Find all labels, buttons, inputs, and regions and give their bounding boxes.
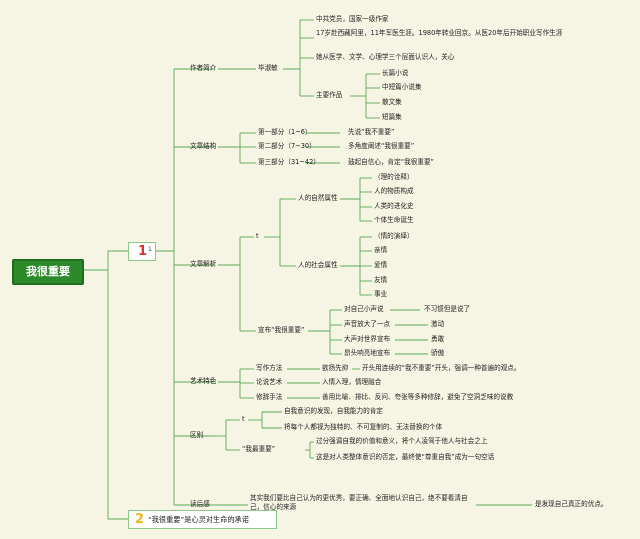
social-item[interactable]: 事业 xyxy=(374,290,388,298)
analysis-heading[interactable]: 文章解析 xyxy=(190,260,217,268)
social-item[interactable]: 友情 xyxy=(374,276,388,284)
reflection-text[interactable]: 其实我们要比自己认为的更优秀，要正确、全面地认识自己，绝不要看清自己，信心的来源 xyxy=(250,494,468,511)
author-heading[interactable]: 作者简介 xyxy=(190,64,217,72)
feature-value[interactable]: 入情入理，情理融合 xyxy=(322,378,382,386)
work-item[interactable]: 短篇集 xyxy=(382,113,402,121)
difference-t-item[interactable]: 将每个人都视为独特的、不可复制的、无法替换的个体 xyxy=(284,423,443,431)
author-name[interactable]: 毕淑敏 xyxy=(258,64,278,72)
declare-feeling[interactable]: 激动 xyxy=(431,320,445,328)
feature-value[interactable]: 善用比喻、排比、反问、夸张等多种修辞，避免了空洞乏味的说教 xyxy=(322,393,514,401)
structure-part-text[interactable]: 多角度阐述“我很重要” xyxy=(348,142,415,150)
social-item[interactable]: 爱情 xyxy=(374,261,388,269)
structure-heading[interactable]: 文章结构 xyxy=(190,142,217,150)
feature-label[interactable]: 论说艺术 xyxy=(256,378,283,386)
declare-feeling[interactable]: 不习惯但是说了 xyxy=(424,305,471,313)
work-item[interactable]: 散文集 xyxy=(382,98,402,106)
declare-label[interactable]: 宣布“我很重要” xyxy=(258,326,305,334)
branch-2-number: 2 xyxy=(135,512,145,527)
natural-item[interactable]: 人的物质构成 xyxy=(374,187,414,195)
social-item[interactable]: （情的演绎） xyxy=(374,232,414,240)
branch-2-node[interactable]: 2 “我很重要”是心灵对生命的承诺 xyxy=(128,510,277,529)
structure-part-text[interactable]: 鼓起自信心，肯定“我很重要” xyxy=(348,158,434,166)
author-fact-1[interactable]: 中共党员，国家一级作家 xyxy=(316,15,389,23)
works-label[interactable]: 主要作品 xyxy=(316,91,343,99)
feature-label[interactable]: 修辞手法 xyxy=(256,393,283,401)
natural-item[interactable]: 个体生命诞生 xyxy=(374,216,414,224)
difference-important-item[interactable]: 过分强调自我的价值和意义，将个人凌驾于他人与社会之上 xyxy=(316,437,488,445)
structure-part-label[interactable]: 第三部分（31~42） xyxy=(258,158,320,166)
root-topic[interactable]: 我很重要 xyxy=(12,259,84,285)
reflection-heading[interactable]: 读后感 xyxy=(190,500,210,508)
author-fact-2[interactable]: 17岁赴西藏阿里，11年军医生涯。1980年转业回京。从医20年后开始职业写作生… xyxy=(316,29,563,37)
features-heading[interactable]: 艺术特色 xyxy=(190,377,217,385)
work-item[interactable]: 长篇小说 xyxy=(382,69,409,77)
difference-important-label[interactable]: “我最重要” xyxy=(242,445,276,453)
difference-t-item[interactable]: 自我意识的发现，自我能力的肯定 xyxy=(284,407,383,415)
branch-2-label: “我很重要”是心灵对生命的承诺 xyxy=(148,515,249,524)
feature-detail[interactable]: 开头用连续的“我不重要”开头，强调一种普遍的观点。 xyxy=(362,364,521,372)
feature-value[interactable]: 欲扬先抑 xyxy=(322,364,349,372)
branch-1-node[interactable]: 1 1 xyxy=(128,242,156,261)
declare-feeling[interactable]: 骄傲 xyxy=(431,349,445,357)
structure-part-label[interactable]: 第二部分（7~30） xyxy=(258,142,316,150)
social-item[interactable]: 亲情 xyxy=(374,246,388,254)
analysis-t-label[interactable]: t xyxy=(256,232,259,240)
declare-step[interactable]: 昂头响亮地宣布 xyxy=(344,349,391,357)
natural-attribute[interactable]: 人的自然属性 xyxy=(298,194,338,202)
difference-t-label[interactable]: t xyxy=(242,415,245,423)
structure-part-label[interactable]: 第一部分（1~6） xyxy=(258,128,312,136)
branch-1-note: 1 xyxy=(148,246,152,253)
declare-step[interactable]: 大声对世界宣布 xyxy=(344,335,391,343)
social-attribute[interactable]: 人的社会属性 xyxy=(298,261,338,269)
declare-step[interactable]: 对自己小声说 xyxy=(344,305,384,313)
branch-1-number: 1 xyxy=(138,244,148,259)
feature-label[interactable]: 写作方法 xyxy=(256,364,283,372)
declare-step[interactable]: 声音放大了一点 xyxy=(344,320,391,328)
declare-feeling[interactable]: 勇敢 xyxy=(431,335,445,343)
difference-heading[interactable]: 区别 xyxy=(190,431,204,439)
natural-item[interactable]: （理的诠释） xyxy=(374,173,414,181)
natural-item[interactable]: 人类的进化史 xyxy=(374,202,414,210)
difference-important-item[interactable]: 这是对人类整体意识的否定，最终使“尊重自我”成为一句空话 xyxy=(316,453,495,461)
work-item[interactable]: 中短篇小说集 xyxy=(382,83,422,91)
reflection-result[interactable]: 是发现自己真正的优点。 xyxy=(535,500,608,508)
structure-part-text[interactable]: 先说“我不重要” xyxy=(348,128,395,136)
author-fact-3[interactable]: 她从医学、文学、心理学三个层面认识人，关心 xyxy=(316,53,455,61)
